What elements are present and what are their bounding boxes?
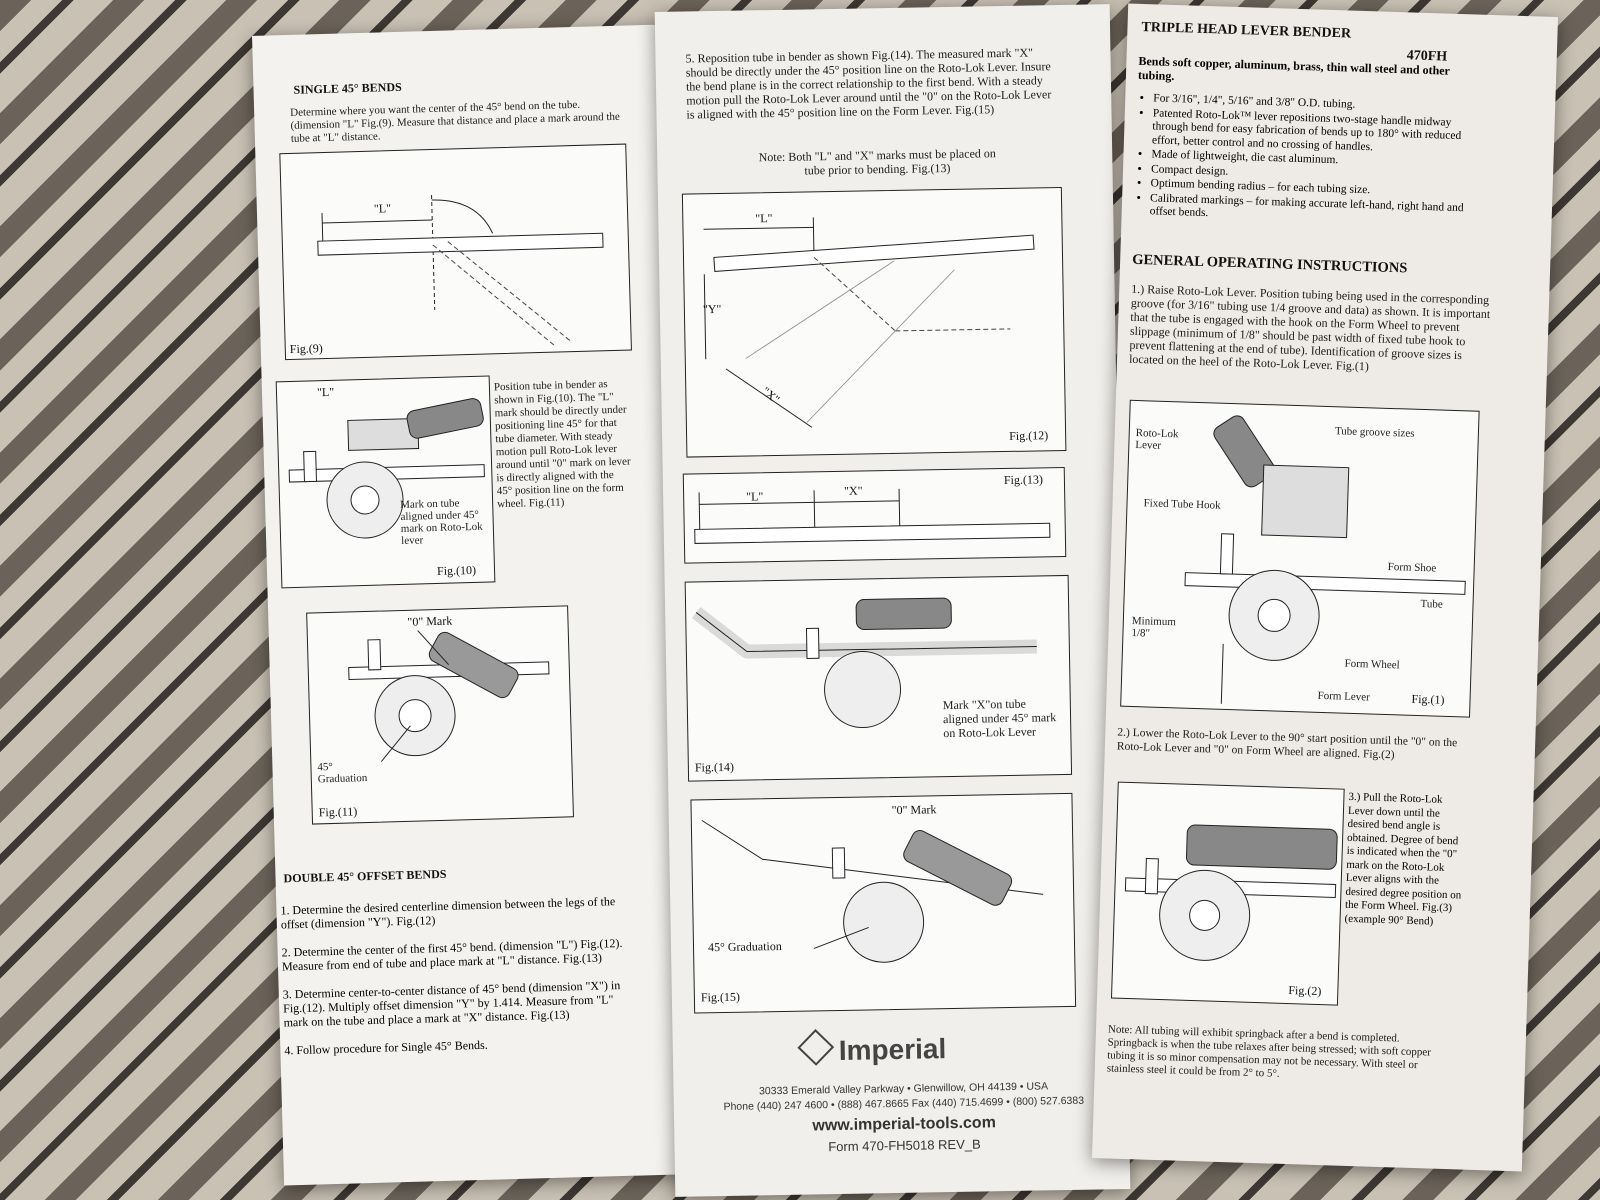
manual-panel-left: SINGLE 45° BENDS Determine where you wan… <box>252 24 694 1186</box>
fig9-dim-label: "L" <box>373 201 392 216</box>
single-bends-title: SINGLE 45° BENDS <box>293 79 402 97</box>
figure-12-drawing <box>703 217 1035 428</box>
figure-13: "L" "X" Fig.(13) <box>682 466 1067 564</box>
offset-step-3: 3. Determine center-to-center distance o… <box>282 978 621 1030</box>
offset-step-2: 2. Determine the center of the first 45°… <box>281 935 623 974</box>
offset-step-4: 4. Follow procedure for Single 45° Bends… <box>284 1037 488 1058</box>
product-title: TRIPLE HEAD LEVER BENDER <box>1141 19 1352 42</box>
fig12-y: "Y" <box>702 301 722 317</box>
figure-14: Mark "X"on tube aligned under 45° mark o… <box>684 574 1073 782</box>
marks-note: Note: Both "L" and "X" marks must be pla… <box>758 146 996 178</box>
offset-step-1: 1. Determine the desired centerline dime… <box>280 894 616 932</box>
fig1-label: Fig.(1) <box>1411 691 1445 707</box>
fig10-label: Fig.(10) <box>436 562 477 578</box>
fig1-wheel-label: Form Wheel <box>1344 657 1400 672</box>
diamond-logo-icon <box>797 1029 835 1066</box>
fig11-label: Fig.(11) <box>318 804 358 820</box>
figure-1-drawing <box>1184 415 1466 704</box>
general-instructions-title: GENERAL OPERATING INSTRUCTIONS <box>1131 251 1408 277</box>
figure-11-drawing <box>348 630 550 762</box>
fig11-graduation: 45° Graduation <box>317 760 368 786</box>
figure-15: "0" Mark 45° Graduation Fig.(15) <box>690 792 1077 1014</box>
brand-name: Imperial <box>838 1033 947 1067</box>
step-5: 5. Reposition tube in bender as shown Fi… <box>685 45 1052 122</box>
figure-9-drawing <box>317 194 604 347</box>
manual-panel-middle: 5. Reposition tube in bender as shown Fi… <box>654 4 1131 1197</box>
fig10-dim-label: "L" <box>316 384 335 400</box>
feature-list: For 3/16", 1/4", 5/16" and 3/8" O.D. tub… <box>1135 92 1483 230</box>
fig10-callout: Mark on tube aligned under 45° mark on R… <box>400 497 483 547</box>
fig15-graduation: 45° Graduation <box>707 938 782 955</box>
fig14-callout: Mark "X"on tube aligned under 45° mark o… <box>942 696 1057 741</box>
fig14-label: Fig.(14) <box>694 759 735 775</box>
figure-9: "L" Fig.(9) <box>279 143 632 361</box>
fig10-instructions: Position tube in bender as shown in Fig.… <box>493 378 631 511</box>
double-offset-steps: 1. Determine the desired centerline dime… <box>280 894 635 1072</box>
fig13-l: "L" <box>746 489 764 504</box>
single-bends-intro: Determine where you want the center of t… <box>290 98 620 145</box>
fig9-label: Fig.(9) <box>289 341 323 357</box>
fig1-groove-label: Tube groove sizes <box>1334 425 1415 440</box>
instruction-step-3: 3.) Pull the Roto-Lok Lever down until t… <box>1344 790 1462 928</box>
figure-15-drawing <box>701 819 1044 963</box>
fig12-l: "L" <box>755 211 773 226</box>
figure-13-drawing <box>694 488 1051 544</box>
form-number: Form 470-FH5018 REV_B <box>828 1136 981 1155</box>
fig1-lever-label: Form Lever <box>1317 689 1370 704</box>
fig1-minimum-label: Minimum 1/8" <box>1131 614 1177 640</box>
figure-10: "L" Mark on tube aligned under 45° mark … <box>275 375 496 589</box>
figure-12: "L" "Y" "X" Fig.(12) <box>681 186 1067 458</box>
figure-11: "0" Mark 45° Graduation Fig.(11) <box>306 605 574 825</box>
fig2-label: Fig.(2) <box>1288 983 1322 999</box>
fig15-label: Fig.(15) <box>700 989 741 1005</box>
fig13-label: Fig.(13) <box>1003 472 1044 488</box>
figure-2: Fig.(2) <box>1110 781 1345 1006</box>
fig1-hook-label: Fixed Tube Hook <box>1143 497 1221 512</box>
figure-14-drawing <box>691 597 1037 729</box>
fig1-roto-label: Roto-Lok Lever <box>1135 426 1179 452</box>
figure-2-drawing <box>1124 824 1338 961</box>
fig11-mark: "0" Mark <box>407 613 453 629</box>
fig15-mark: "0" Mark <box>891 802 937 818</box>
fig1-tube-label: Tube <box>1420 598 1443 611</box>
fig13-x: "X" <box>843 483 863 498</box>
fig1-shoe-label: Form Shoe <box>1387 560 1437 575</box>
springback-note: Note: All tubing will exhibit springback… <box>1106 1023 1432 1080</box>
fig12-label: Fig.(12) <box>1009 428 1049 443</box>
instruction-step-1: 1.) Raise Roto-Lok Lever. Position tubin… <box>1128 281 1491 374</box>
figure-1: Roto-Lok Lever Tube groove sizes Fixed T… <box>1120 399 1480 718</box>
figure-10-drawing <box>288 398 485 539</box>
website-url: www.imperial-tools.com <box>812 1114 996 1135</box>
brand-logo: Imperial <box>797 1029 947 1067</box>
instruction-step-2: 2.) Lower the Roto-Lok Lever to the 90° … <box>1116 726 1458 762</box>
double-offset-title: DOUBLE 45° OFFSET BENDS <box>283 866 447 886</box>
manual-panel-right: TRIPLE HEAD LEVER BENDER 470FH Bends sof… <box>1091 3 1559 1172</box>
